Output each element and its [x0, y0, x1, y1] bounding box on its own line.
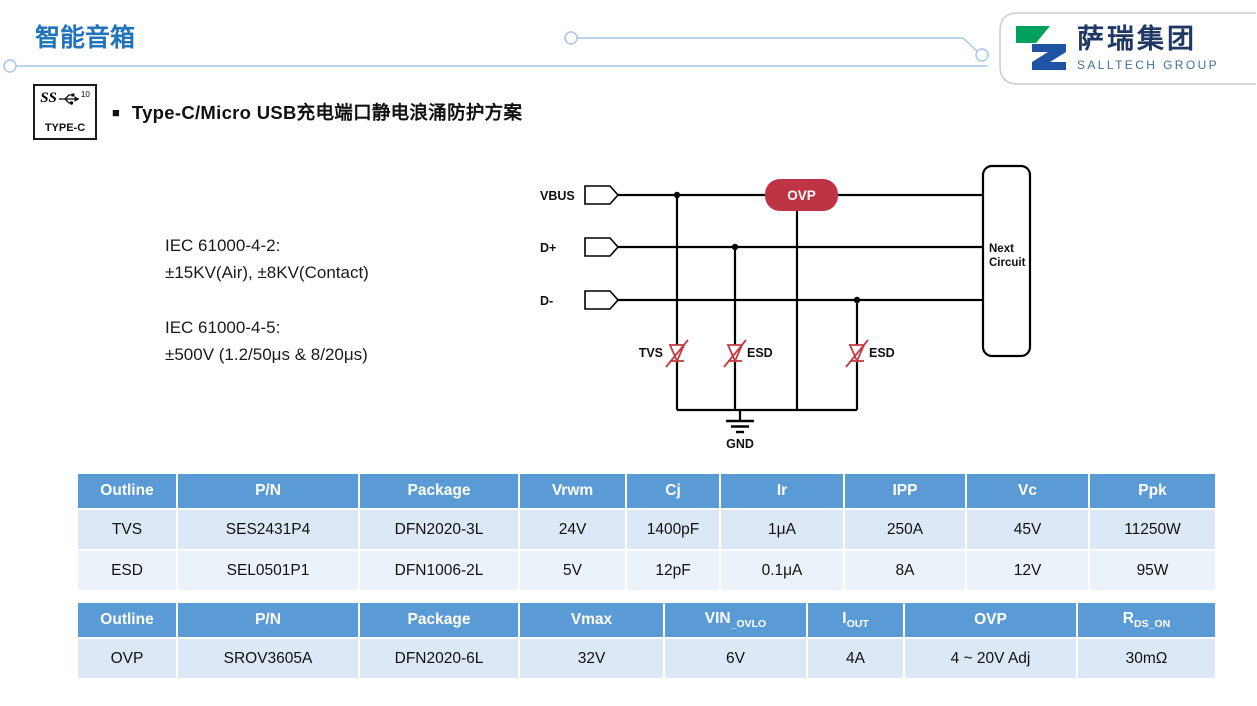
- divider-circle-left: [3, 59, 17, 73]
- cell: SROV3605A: [178, 639, 360, 680]
- table-header-row: Outline P/N Package Vmax VIN_OVLO IOUT O…: [78, 603, 1215, 639]
- ss-label: SS: [40, 90, 57, 106]
- cell: 1400pF: [627, 510, 721, 551]
- cell: 6V: [665, 639, 808, 680]
- cell: 5V: [520, 551, 627, 592]
- logo-blue-shape: [1032, 44, 1066, 70]
- dplus-label: D+: [540, 241, 556, 255]
- col-ipp: IPP: [845, 474, 967, 510]
- spec-line: IEC 61000-4-2:: [165, 236, 281, 255]
- col-vin-ovlo: VIN_OVLO: [665, 603, 808, 639]
- section-title-text: Type-C/Micro USB充电端口静电浪涌防护方案: [131, 102, 523, 123]
- col-ppk: Ppk: [1090, 474, 1215, 510]
- cell: DFN2020-3L: [360, 510, 520, 551]
- col-rds-on: RDS_ON: [1078, 603, 1215, 639]
- col-package: Package: [360, 603, 520, 639]
- col-iout: IOUT: [808, 603, 905, 639]
- col-ir: Ir: [721, 474, 845, 510]
- cell: TVS: [78, 510, 178, 551]
- next-circuit-label-2: Circuit: [989, 257, 1026, 269]
- cell: 12V: [967, 551, 1090, 592]
- cell: 4A: [808, 639, 905, 680]
- usb-trident-icon: [58, 93, 80, 105]
- vbus-label: VBUS: [540, 189, 575, 203]
- cell: OVP: [78, 639, 178, 680]
- cell: SES2431P4: [178, 510, 360, 551]
- spec-line: ±500V (1.2/50μs & 8/20μs): [165, 345, 368, 364]
- spec-gap: [165, 286, 369, 314]
- col-cj: Cj: [627, 474, 721, 510]
- col-vmax: Vmax: [520, 603, 665, 639]
- dminus-label: D-: [540, 294, 553, 308]
- cell: 0.1μA: [721, 551, 845, 592]
- esd1-label: ESD: [747, 346, 773, 360]
- col-package: Package: [360, 474, 520, 510]
- ovp-block: [765, 179, 838, 211]
- col-outline: Outline: [78, 603, 178, 639]
- salltech-logo-icon: [1016, 26, 1066, 70]
- typec-label: TYPE-C: [44, 122, 86, 134]
- divider-line-diagonal: [962, 37, 978, 52]
- square-bullet-icon: ■: [112, 104, 120, 120]
- tvs-label: TVS: [639, 346, 663, 360]
- iec-specs: IEC 61000-4-2: ±15KV(Air), ±8KV(Contact)…: [165, 232, 369, 368]
- cell: 8A: [845, 551, 967, 592]
- cell: 1μA: [721, 510, 845, 551]
- vbus-pin-icon: [584, 185, 620, 205]
- typec-badge: SS 10 TYPE-C: [33, 84, 97, 140]
- esd2-label: ESD: [869, 346, 895, 360]
- dplus-pin-icon: [584, 237, 620, 257]
- cell: 30mΩ: [1078, 639, 1215, 680]
- ovp-block-label: OVP: [787, 188, 816, 203]
- col-pn: P/N: [178, 474, 360, 510]
- spec-line: IEC 61000-4-5:: [165, 318, 281, 337]
- cell: 250A: [845, 510, 967, 551]
- usb-ss-mark: SS 10: [40, 91, 90, 106]
- dminus-pin-icon: [584, 290, 620, 310]
- table-row: OVP SROV3605A DFN2020-6L 32V 6V 4A 4 ~ 2…: [78, 639, 1215, 680]
- cell: 95W: [1090, 551, 1215, 592]
- cell: 4 ~ 20V Adj: [905, 639, 1078, 680]
- ss-speed-superscript: 10: [80, 90, 90, 99]
- cell: DFN2020-6L: [360, 639, 520, 680]
- company-logo: 萨瑞集团 SALLTECH GROUP: [1012, 22, 1219, 74]
- cell: 24V: [520, 510, 627, 551]
- col-vc: Vc: [967, 474, 1090, 510]
- junction-dot: [853, 296, 861, 304]
- tvs-esd-spec-table: Outline P/N Package Vrwm Cj Ir IPP Vc Pp…: [78, 474, 1215, 592]
- spec-line: ±15KV(Air), ±8KV(Contact): [165, 263, 369, 282]
- cell: SEL0501P1: [178, 551, 360, 592]
- junction-dot: [673, 191, 681, 199]
- cell: 32V: [520, 639, 665, 680]
- next-circuit-box: [981, 164, 1032, 358]
- page-title: 智能音箱: [35, 24, 136, 52]
- logo-text: 萨瑞集团 SALLTECH GROUP: [1077, 24, 1219, 71]
- ovp-spec-table: Outline P/N Package Vmax VIN_OVLO IOUT O…: [78, 603, 1215, 680]
- cell: DFN1006-2L: [360, 551, 520, 592]
- col-pn: P/N: [178, 603, 360, 639]
- junction-dot: [731, 243, 739, 251]
- logo-green-shape: [1016, 26, 1050, 43]
- gnd-label: GND: [726, 437, 754, 451]
- divider-circle-mid: [564, 31, 578, 45]
- col-outline: Outline: [78, 474, 178, 510]
- col-ovp: OVP: [905, 603, 1078, 639]
- table-header-row: Outline P/N Package Vrwm Cj Ir IPP Vc Pp…: [78, 474, 1215, 510]
- logo-name-cn: 萨瑞集团: [1077, 24, 1197, 55]
- logo-name-en: SALLTECH GROUP: [1077, 57, 1220, 72]
- divider-circle-right: [975, 48, 989, 62]
- next-circuit-label-1: Next: [989, 243, 1014, 255]
- cell: ESD: [78, 551, 178, 592]
- cell: 12pF: [627, 551, 721, 592]
- col-vrwm: Vrwm: [520, 474, 627, 510]
- table-row: ESD SEL0501P1 DFN1006-2L 5V 12pF 0.1μA 8…: [78, 551, 1215, 592]
- cell: 11250W: [1090, 510, 1215, 551]
- section-title: ■ Type-C/Micro USB充电端口静电浪涌防护方案: [112, 99, 522, 125]
- protection-circuit-diagram: Next Circuit OVP VBUS D+ D- TVS ESD ESD …: [540, 164, 1032, 451]
- table-row: TVS SES2431P4 DFN2020-3L 24V 1400pF 1μA …: [78, 510, 1215, 551]
- cell: 45V: [967, 510, 1090, 551]
